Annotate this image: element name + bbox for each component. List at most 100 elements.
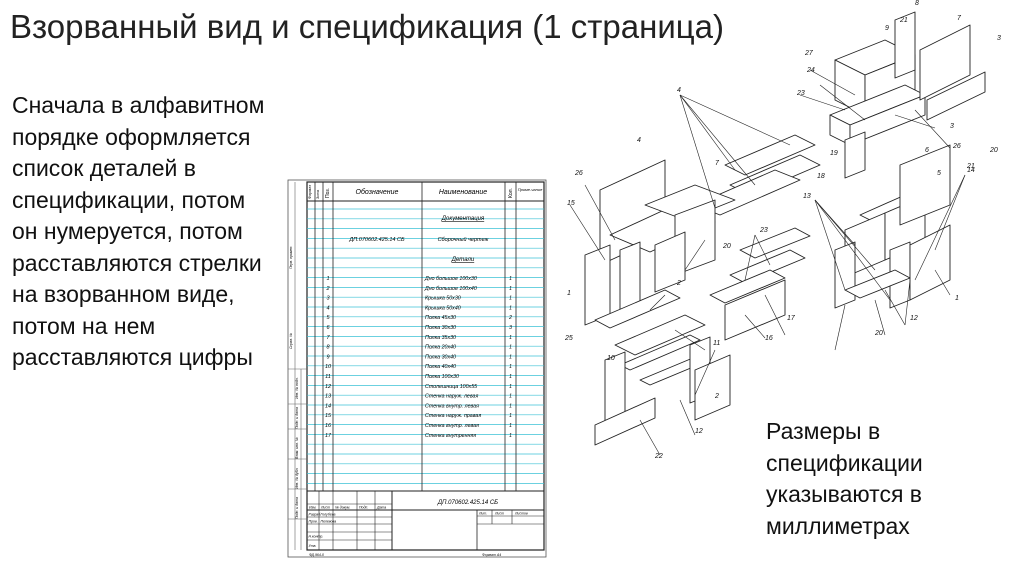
callout-number: 23 (796, 90, 805, 97)
stamp-column-label: № докум. (335, 506, 350, 510)
part-quantity: 2 (508, 315, 512, 321)
part-position: 6 (326, 325, 330, 331)
callout-number: 27 (804, 50, 814, 57)
spec-part-row: 17 Стенка внутренняя 1 (325, 433, 512, 439)
spec-title-block: ДП.070602.425.14 СБ Изм. Лист № докум. Подп… (307, 490, 544, 557)
callout-number: 20 (874, 330, 883, 337)
callout-number: 3 (997, 35, 1001, 42)
part-quantity: 1 (509, 345, 512, 351)
callout-number: 18 (817, 173, 825, 180)
stamp-sheet-label: Листов (514, 512, 528, 516)
callout-number: 19 (830, 150, 838, 157)
callout-number: 7 (957, 15, 962, 22)
callout-number: 12 (910, 315, 918, 322)
part-name: Полка 45х30 (425, 315, 456, 321)
stamp-column-label: Лист (320, 506, 330, 510)
part-position: 17 (325, 433, 332, 439)
stamp-column-label: Изм. (309, 506, 316, 510)
callout-number: 4 (637, 137, 641, 144)
part-position: 16 (325, 423, 332, 429)
part-quantity: 3 (509, 325, 512, 331)
spec-row-lines (307, 208, 544, 484)
side-label: Взам. инв. № (295, 437, 299, 459)
right-description: Размеры в спецификации указываются в мил… (766, 418, 923, 539)
callout-number: 20 (722, 243, 731, 250)
stamp-footer-left: ФД.964-0 (309, 553, 324, 557)
header-name: Наименование (439, 189, 487, 196)
header-zone: Зона (315, 189, 320, 199)
part-position: 11 (325, 374, 331, 380)
part-quantity: 1 (509, 413, 512, 419)
section-documentation: Документация (441, 216, 485, 222)
callout-number: 4 (677, 87, 681, 94)
part-position: 4 (326, 305, 329, 311)
part-position: 8 (326, 345, 330, 351)
stamp-column-label: Подп. (359, 506, 368, 510)
stamp-designation: ДП.070602.425.14 СБ (437, 500, 498, 506)
part-quantity: 1 (509, 394, 512, 400)
part-position: 10 (325, 364, 332, 370)
part-name: Дно большое 100х40 (424, 286, 477, 292)
callout-number: 13 (803, 193, 811, 200)
spec-part-row: 8 Полка 20х40 1 (326, 345, 512, 351)
part-quantity: 1 (509, 296, 512, 302)
callout-number: 21 (899, 17, 908, 24)
spec-part-row: 3 Крышка 50х30 1 (326, 296, 512, 302)
stamp-sheet-label: Лист (494, 512, 504, 516)
part-name: Стенка внутр. левая (425, 403, 479, 409)
header-note: Приме-чание (518, 187, 543, 192)
callout-number: 1 (567, 290, 571, 297)
stamp-footer-right: Формат А4 (482, 553, 501, 557)
callout-number: 12 (695, 428, 703, 435)
part-name: Стенка внутренняя (425, 433, 476, 439)
part-quantity: 1 (509, 433, 512, 439)
part-name: Дно большое 100х30 (424, 276, 477, 282)
stamp-sheet-label: Лит. (478, 512, 487, 516)
part-position: 14 (325, 403, 331, 409)
part-name: Полка 20х40 (425, 345, 456, 351)
part-position: 15 (325, 413, 332, 419)
stamp-row-label: Разраб. (309, 513, 322, 517)
part-position: 1 (326, 276, 329, 282)
stamp-row-label: Утв. (309, 544, 317, 548)
callout-number: 7 (715, 160, 720, 167)
callout-number: 11 (713, 340, 720, 347)
part-quantity: 1 (509, 354, 512, 360)
callout-number: 20 (989, 147, 998, 154)
part-quantity: 1 (509, 286, 512, 292)
side-label: Инв. № подл. (295, 377, 299, 399)
part-quantity: 1 (509, 276, 512, 282)
callout-number: 26 (952, 143, 961, 150)
part-quantity: 1 (509, 374, 512, 380)
part-name: Крышка 50х40 (425, 305, 461, 311)
spec-part-row: 2 Дно большое 100х40 1 (325, 286, 512, 292)
part-name: Крышка 50х30 (425, 296, 461, 302)
side-label: Подп. и дата (295, 497, 299, 519)
part-quantity: 1 (509, 305, 512, 311)
callout-number: 15 (567, 200, 575, 207)
callout-number: 2 (714, 393, 719, 400)
callout-number: 24 (806, 67, 815, 74)
spec-part-row: 1 Дно большое 100х30 1 (326, 276, 512, 282)
callout-number: 8 (915, 0, 919, 7)
spec-part-row: 4 Крышка 50х40 1 (326, 305, 512, 311)
callout-number: 21 (966, 163, 975, 170)
side-label: Подп. и дата (295, 407, 299, 429)
stamp-row-label: Пров. (309, 520, 318, 524)
part-name: Полка 40х40 (425, 364, 456, 370)
part-position: 2 (325, 286, 329, 292)
part-position: 3 (326, 296, 330, 302)
callout-number: 26 (574, 170, 583, 177)
part-name: Стенка наруж. правая (425, 413, 481, 419)
part-name: Стенка наруж. левая (425, 394, 478, 400)
side-label: Справ. № (289, 333, 293, 349)
stamp-row-label: Н.контр. (309, 535, 324, 539)
part-position: 12 (325, 384, 331, 390)
